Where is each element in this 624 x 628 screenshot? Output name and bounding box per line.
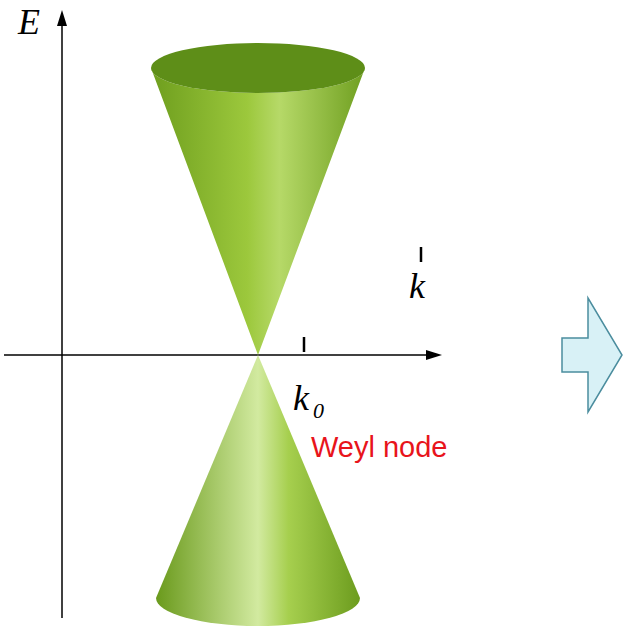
upper-cone [151, 68, 365, 355]
energy-axis [61, 22, 63, 618]
momentum-axis [4, 354, 430, 356]
point-label: k [293, 380, 309, 416]
upper-cone-top [151, 43, 365, 93]
vector-mark [303, 337, 306, 352]
axis-label: k [409, 268, 425, 304]
subscript: 0 [313, 400, 324, 422]
axis-arrowhead [426, 350, 442, 360]
block-arrow [562, 298, 622, 412]
lower-cone [156, 355, 360, 626]
node-label: Weyl node [311, 433, 448, 462]
axis-arrowhead [57, 10, 67, 26]
axis-label: E [18, 4, 40, 40]
vector-mark [420, 247, 423, 262]
